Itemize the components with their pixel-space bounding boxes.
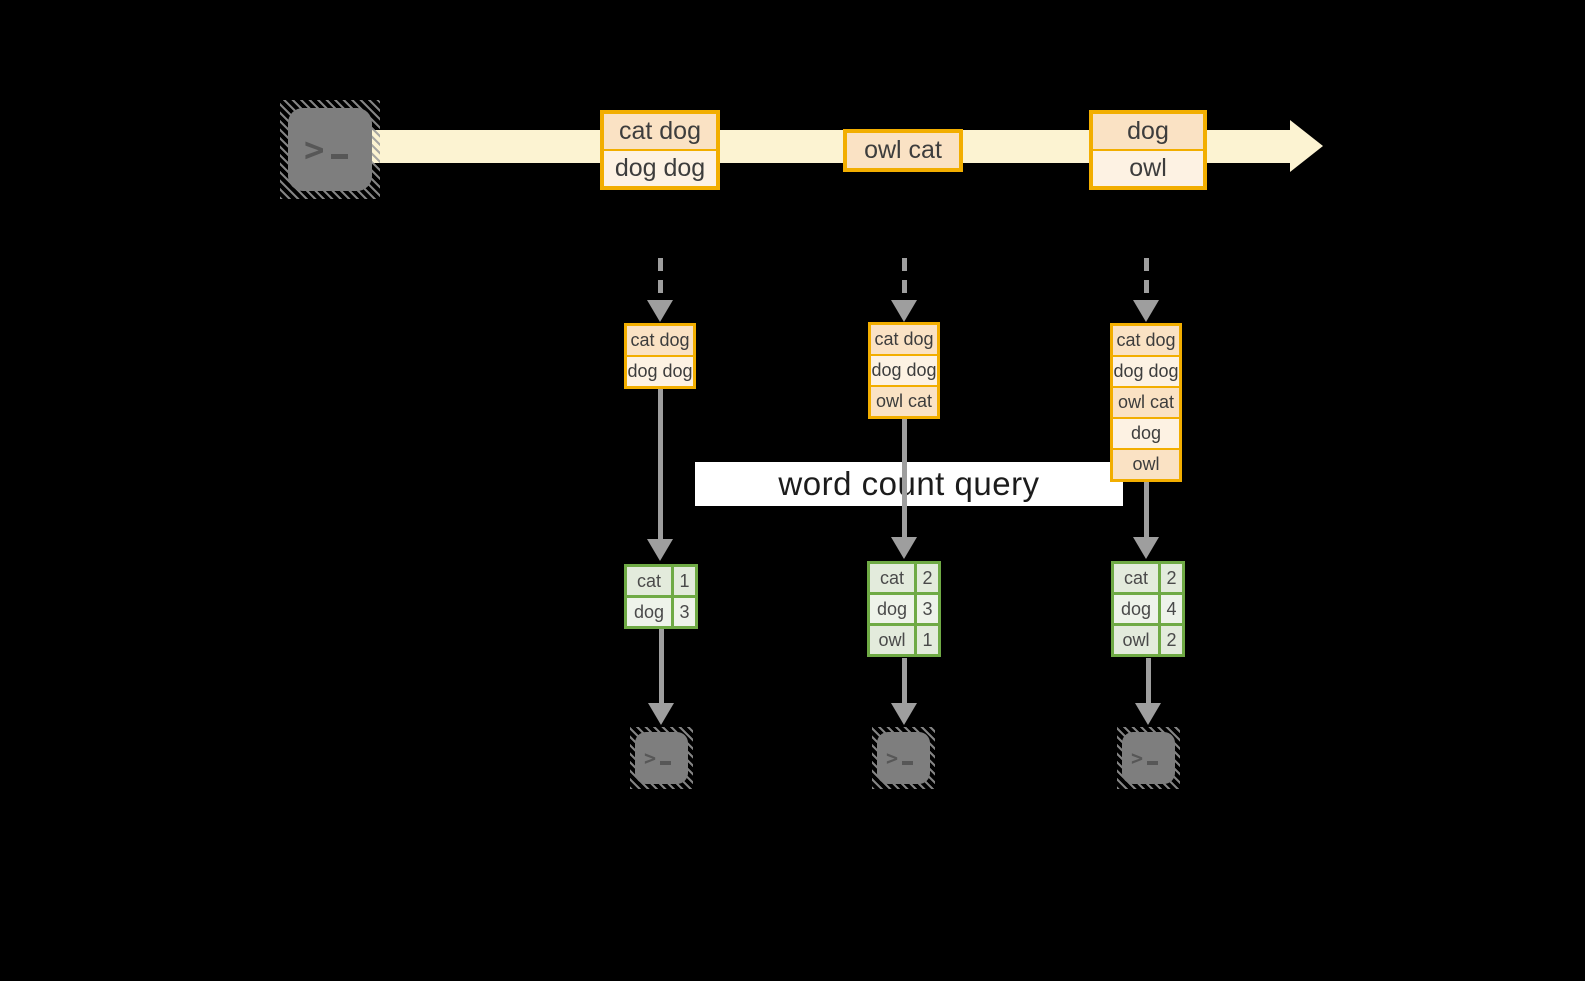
- terminal-cursor: [1147, 760, 1159, 765]
- count-value: 3: [917, 595, 938, 623]
- count-value: 2: [1161, 564, 1182, 592]
- output-arrow-head-icon: [1135, 703, 1161, 725]
- dashed-arrow-line: [658, 258, 663, 300]
- count-word: cat: [1114, 564, 1158, 592]
- terminal-screen: >: [1122, 732, 1175, 784]
- buffered-records-2: cat dog dog dog owl cat: [868, 322, 940, 419]
- query-arrow-line: [902, 417, 907, 537]
- terminal-cursor: [660, 760, 672, 765]
- output-terminal-icon-2: >: [872, 727, 935, 789]
- output-terminal-icon-3: >: [1117, 727, 1180, 789]
- count-value: 2: [1161, 626, 1182, 654]
- output-terminal-icon-1: >: [630, 727, 693, 789]
- buffered-record: dog dog: [871, 354, 937, 385]
- count-table-1: cat 1 dog 3: [624, 564, 698, 629]
- output-arrow-line: [659, 629, 664, 703]
- dashed-arrow-head-icon: [891, 300, 917, 322]
- terminal-prompt-glyph: >: [886, 746, 899, 770]
- output-arrow-head-icon: [648, 703, 674, 725]
- count-word: owl: [870, 626, 914, 654]
- output-arrow-head-icon: [891, 703, 917, 725]
- count-value: 4: [1161, 595, 1182, 623]
- buffered-record: cat dog: [627, 326, 693, 355]
- count-word: cat: [627, 567, 671, 595]
- stream-record-1: cat dog dog dog: [600, 110, 720, 190]
- count-word: owl: [1114, 626, 1158, 654]
- dashed-arrow-line: [1144, 258, 1149, 300]
- terminal-screen: >: [877, 732, 930, 784]
- terminal-screen: >: [288, 108, 372, 191]
- source-terminal-icon: >: [280, 100, 380, 199]
- record-line: dog: [1093, 114, 1203, 149]
- count-value: 1: [917, 626, 938, 654]
- buffered-record: dog: [1113, 417, 1179, 448]
- buffered-record: owl cat: [871, 385, 937, 416]
- record-line: owl: [1093, 149, 1203, 186]
- dashed-arrow-head-icon: [647, 300, 673, 322]
- terminal-prompt-glyph: >: [304, 129, 325, 170]
- query-label-band: word count query: [695, 462, 1123, 506]
- query-arrow-head-icon: [647, 539, 673, 561]
- query-label: word count query: [778, 465, 1040, 502]
- count-word: dog: [627, 598, 671, 626]
- buffered-record: cat dog: [871, 325, 937, 354]
- count-value: 3: [674, 598, 695, 626]
- stream-arrowhead-icon: [1290, 120, 1323, 172]
- buffered-records-3: cat dog dog dog owl cat dog owl: [1110, 323, 1182, 482]
- query-arrow-head-icon: [1133, 537, 1159, 559]
- record-line: cat dog: [604, 114, 716, 149]
- buffered-record: dog dog: [1113, 355, 1179, 386]
- count-word: dog: [870, 595, 914, 623]
- buffered-record: cat dog: [1113, 326, 1179, 355]
- record-line: owl cat: [847, 133, 959, 168]
- output-arrow-line: [902, 658, 907, 703]
- count-value: 1: [674, 567, 695, 595]
- stream-record-3: dog owl: [1089, 110, 1207, 190]
- count-value: 2: [917, 564, 938, 592]
- count-word: dog: [1114, 595, 1158, 623]
- record-line: dog dog: [604, 149, 716, 186]
- buffered-record: owl: [1113, 448, 1179, 479]
- count-word: cat: [870, 564, 914, 592]
- buffered-record: owl cat: [1113, 386, 1179, 417]
- buffered-records-1: cat dog dog dog: [624, 323, 696, 389]
- dashed-arrow-line: [902, 258, 907, 300]
- count-table-3: cat 2 dog 4 owl 2: [1111, 561, 1185, 657]
- buffered-record: dog dog: [627, 355, 693, 386]
- query-arrow-line: [1144, 481, 1149, 537]
- terminal-cursor: [902, 760, 914, 765]
- terminal-prompt-glyph: >: [644, 746, 657, 770]
- output-arrow-line: [1146, 658, 1151, 703]
- stream-record-2: owl cat: [843, 129, 963, 172]
- terminal-prompt-glyph: >: [1131, 746, 1144, 770]
- terminal-cursor: [331, 154, 349, 159]
- query-arrow-line: [658, 387, 663, 539]
- dashed-arrow-head-icon: [1133, 300, 1159, 322]
- terminal-screen: >: [635, 732, 688, 784]
- query-arrow-head-icon: [891, 537, 917, 559]
- count-table-2: cat 2 dog 3 owl 1: [867, 561, 941, 657]
